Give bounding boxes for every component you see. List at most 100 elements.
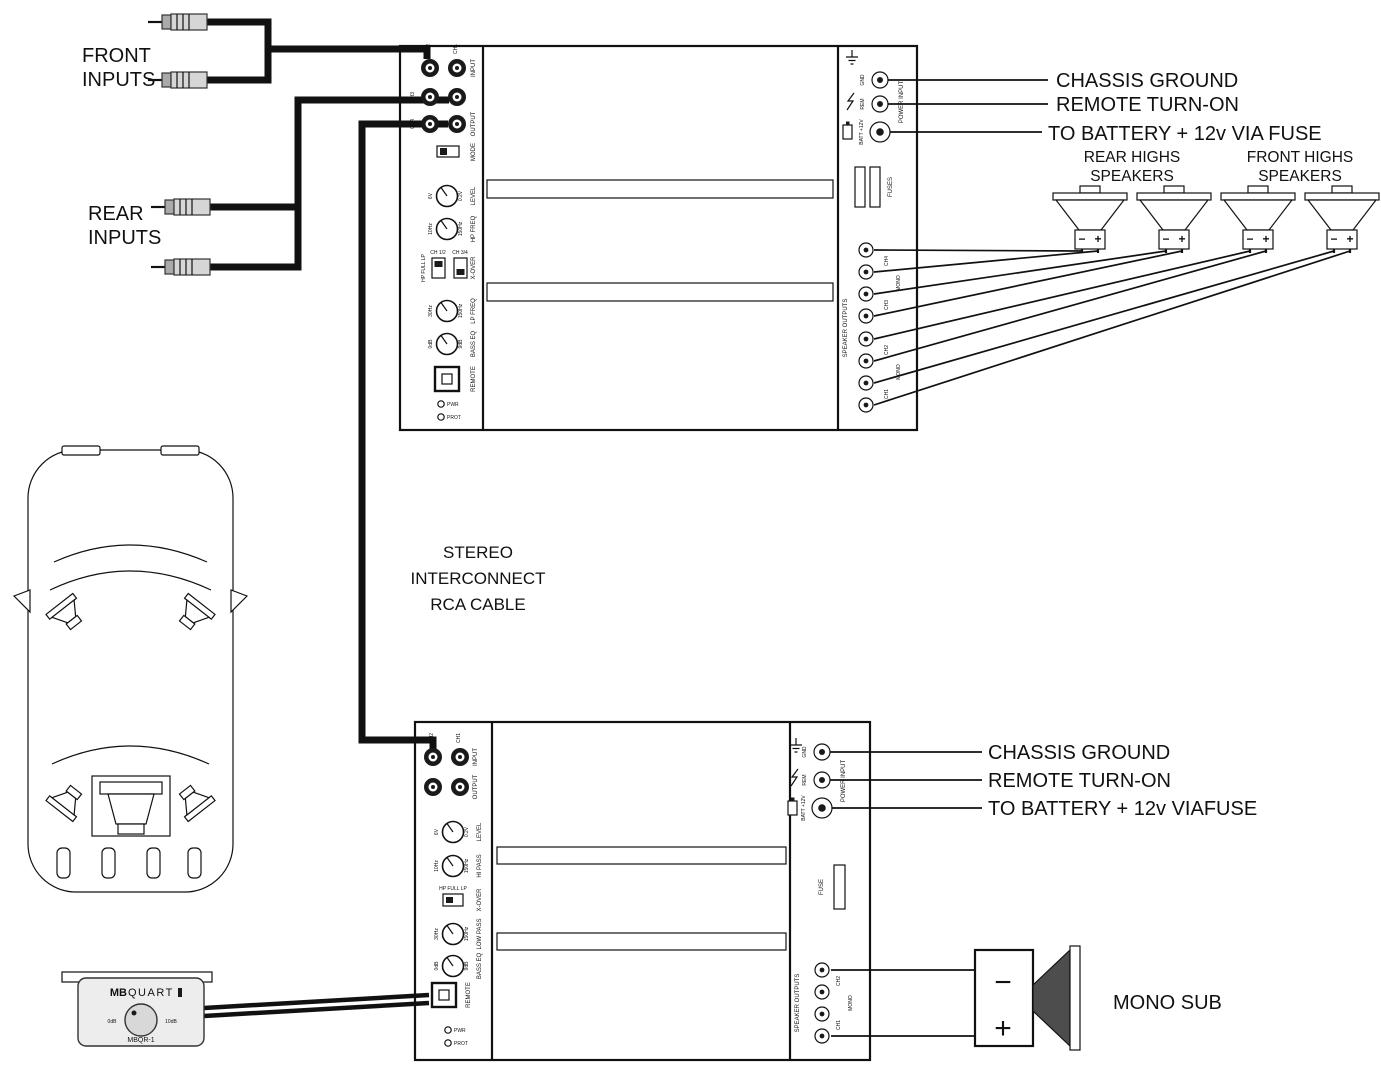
chassis-ground-label: CHASSIS GROUND xyxy=(988,742,1170,764)
speaker-terminal xyxy=(814,1028,830,1044)
car-rear-right-speaker xyxy=(171,778,216,823)
rear-high-speaker-1: − + xyxy=(1051,184,1129,255)
mono-sub-label: MONO SUB xyxy=(1113,992,1222,1014)
rca-jack-icon xyxy=(448,88,466,106)
status-leds: PWR PROT xyxy=(437,400,461,421)
sub-flange xyxy=(1069,945,1081,1051)
rca-jack-icon xyxy=(421,115,439,133)
prot-label: PROT xyxy=(447,415,461,421)
rem-label: REM xyxy=(860,98,866,109)
amp4-right-strip: GND REM BATT +12V POWER INPUT FUSES SPEA… xyxy=(842,50,905,413)
car-rear-left-speaker xyxy=(45,778,90,823)
speaker-minus: − xyxy=(1246,232,1253,246)
bass-eq-knob: 0dB 9dB BASS EQ xyxy=(428,330,477,357)
interconnect-line1: STEREO xyxy=(443,543,513,562)
interconnect-line2: INTERCONNECT xyxy=(410,569,545,588)
interconnect-label: STEREO INTERCONNECT RCA CABLE xyxy=(410,543,545,614)
rear-inputs-label: INPUTS xyxy=(88,227,161,249)
fuses-label: FUSES xyxy=(888,177,894,197)
battery-icon-nub xyxy=(846,121,850,125)
speaker-terminal xyxy=(858,308,874,324)
rca-jack-icon xyxy=(448,59,466,77)
rca-jack-icon xyxy=(421,88,439,106)
rem-terminal xyxy=(871,95,889,113)
power-input-label: POWER INPUT xyxy=(899,81,905,124)
speaker-minus: − xyxy=(1162,232,1169,246)
car-body xyxy=(27,449,234,893)
car-mirror-left xyxy=(12,589,31,614)
lightning-icon xyxy=(790,768,799,787)
battery-icon xyxy=(787,800,798,816)
bass-min-label: 0dB xyxy=(434,961,440,971)
remote-knob-pointer xyxy=(131,1010,137,1016)
hp-freq-knob: 10Hz 150Hz HP FREQ xyxy=(428,215,477,242)
front-left-rca-cable xyxy=(205,18,272,49)
mode-label: MODE xyxy=(471,143,477,161)
remote-max-label: 10dB xyxy=(165,1019,177,1025)
rca-plug-icon xyxy=(149,257,212,277)
rca-jack-icon xyxy=(448,115,466,133)
speaker-outputs-label: SPEAKER OUTPUTS xyxy=(843,299,849,358)
remote-jack: REMOTE xyxy=(433,365,477,393)
remote-model-label: MBQR-1 xyxy=(127,1037,154,1044)
hp-min-label: 10Hz xyxy=(428,223,434,235)
rem-label: REM xyxy=(802,774,808,785)
car-rear-window-line xyxy=(51,745,210,765)
car-cowl-line xyxy=(53,544,208,563)
sub-minus: − xyxy=(994,966,1012,999)
remote-turn-on-label: REMOTE TURN-ON xyxy=(1056,94,1239,116)
amp4-ch2-label: CH2 xyxy=(426,44,432,54)
front-right-rca-cable xyxy=(205,49,272,84)
level-min-label: 6V xyxy=(434,828,440,835)
rear-rca-feed xyxy=(208,96,449,271)
ch4-label: CH4 xyxy=(884,256,890,266)
fuse-icon xyxy=(833,864,846,910)
stereo-interconnect-cable xyxy=(358,120,448,753)
speaker-terminal xyxy=(858,242,874,258)
remote-label: REMOTE xyxy=(466,982,472,1008)
sub-plus: + xyxy=(994,1012,1012,1045)
amp4-ch1-label: CH1 xyxy=(453,44,459,54)
pwr-led xyxy=(437,400,445,408)
ch3-label: CH3 xyxy=(884,300,890,310)
bass-eq-label: BASS EQ xyxy=(477,952,483,979)
batt-terminal xyxy=(869,121,891,143)
speaker-terminal xyxy=(858,353,874,369)
ch1-label: CH1 xyxy=(836,1020,842,1030)
ampmono-power-wiring: CHASSIS GROUND REMOTE TURN-ON TO BATTERY… xyxy=(830,742,1257,820)
mono-label: MONO xyxy=(848,995,854,1011)
speaker-wire xyxy=(873,250,1335,384)
xover-range-label: HP FULL LP xyxy=(439,886,467,892)
car-top-view xyxy=(12,445,249,893)
rca-jack-icon xyxy=(424,778,442,796)
ampmono-vent-slot xyxy=(496,846,787,865)
status-leds: PWR PROT xyxy=(444,1026,468,1047)
low-pass-label: LOW PASS xyxy=(477,919,483,950)
xover-ch34-label: CH 3/4 xyxy=(452,250,468,256)
speaker-wire xyxy=(873,250,1099,273)
prot-label: PROT xyxy=(454,1041,468,1047)
bass-min-label: 0dB xyxy=(428,339,434,349)
bass-eq-knob: 0dB 9dB BASS EQ xyxy=(434,952,483,979)
rear-high-speaker-2: − + xyxy=(1135,184,1213,255)
ampmono-output-label: OUTPUT xyxy=(473,774,479,799)
amp4-ch4-label: CH4 xyxy=(410,119,416,129)
batt-label: BATT +12V xyxy=(801,795,807,821)
car-deck-slot xyxy=(101,847,116,879)
prot-led xyxy=(437,413,445,421)
lp-freq-label: LP FREQ xyxy=(471,298,477,324)
rear-highs-label: REAR HIGHS xyxy=(1084,149,1180,166)
speaker-terminal xyxy=(814,1006,830,1022)
high-speakers: REAR HIGHS SPEAKERS FRONT HIGHS SPEAKERS… xyxy=(873,149,1381,406)
car-front-right-speaker xyxy=(171,592,216,637)
pwr-label: PWR xyxy=(454,1028,466,1034)
amp-mono-body xyxy=(413,720,872,1062)
amp4-control-strip: INPUT OUTPUT CH2 CH1 CH3 CH4 MODE 6V 0.2… xyxy=(410,44,477,421)
ground-symbol-icon xyxy=(846,50,858,65)
rear-inputs: REAR INPUTS xyxy=(88,197,212,277)
rca-plug-icon xyxy=(146,70,209,90)
xover-switch: HP FULL LP X-OVER xyxy=(439,886,483,912)
remote-min-label: 0dB xyxy=(108,1019,118,1025)
cables xyxy=(203,18,449,1019)
amp4-vent-slot xyxy=(486,179,834,199)
